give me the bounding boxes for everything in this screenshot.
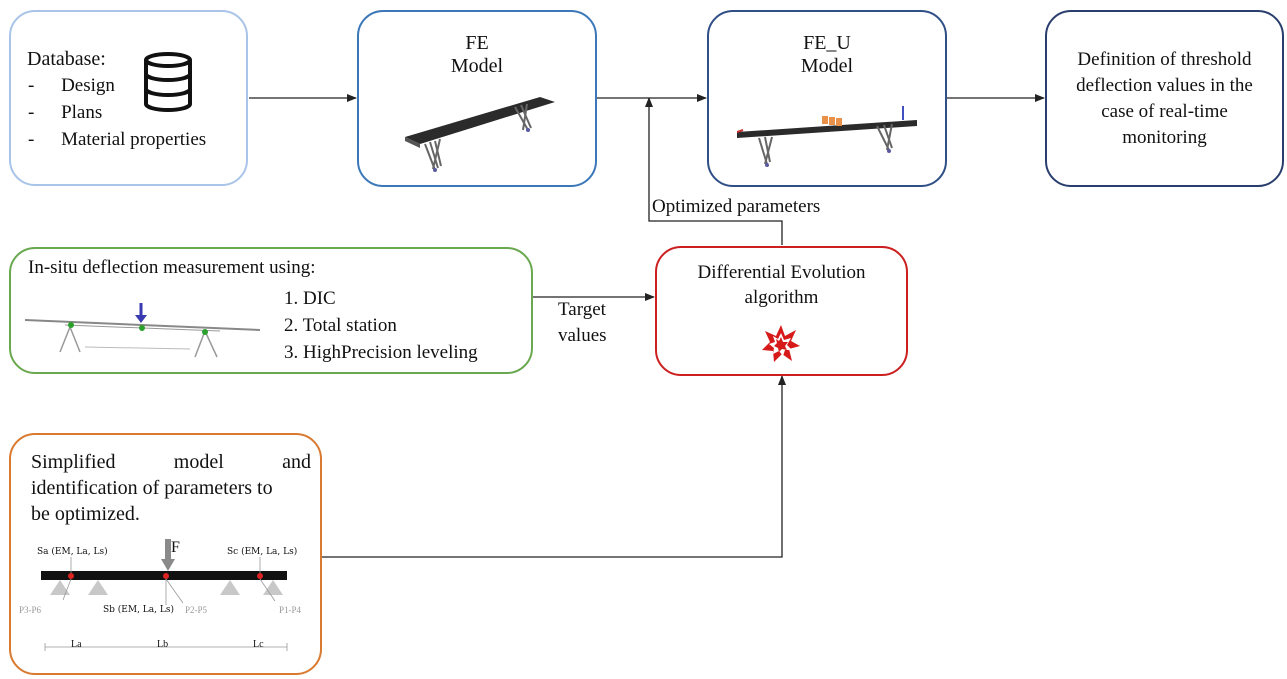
threshold-box: Definition of threshold deflection value… xyxy=(1045,10,1284,187)
target-values-line-2: values xyxy=(558,325,607,346)
spring-label-c: Sc (EM, La, Ls) xyxy=(227,547,298,557)
database-title: Database: xyxy=(27,48,106,70)
simplified-title-line-3: be optimized. xyxy=(31,503,140,525)
wolfram-spikey-icon xyxy=(762,325,800,362)
spring-label-b: Sb (EM, La, Ls) xyxy=(103,605,174,615)
feu-bridge-model-image xyxy=(737,106,917,167)
simplified-beam-diagram xyxy=(41,539,288,651)
fe-model-subtitle: Model xyxy=(450,55,504,77)
database-box: Database: - Design - Plans - Material pr… xyxy=(9,10,248,186)
support-label-p1-p4: P1-P4 xyxy=(279,605,302,615)
threshold-line-3: case of real-time xyxy=(1101,101,1228,122)
differential-evolution-box: Differential Evolution algorithm xyxy=(655,246,908,376)
fe-model-title: FE xyxy=(465,32,489,54)
simplified-model-box: Simplified model and identification of p… xyxy=(9,433,322,675)
support-label-p3-p6: P3-P6 xyxy=(19,605,42,615)
span-label-c: Lc xyxy=(253,639,264,650)
fe-bridge-model-image xyxy=(405,97,555,172)
de-title-line-2: algorithm xyxy=(744,287,819,308)
fe-model-box: FE Model xyxy=(357,10,597,187)
optimized-parameters-label: Optimized parameters xyxy=(652,196,821,217)
threshold-line-1: Definition of threshold xyxy=(1077,49,1252,70)
support-label-p2-p5: P2-P5 xyxy=(185,605,208,615)
insitu-method-total-station: 2. Total station xyxy=(284,315,397,336)
insitu-box: In-situ deflection measurement using: 1.… xyxy=(9,247,533,374)
insitu-bridge-sketch xyxy=(25,303,261,358)
force-label: F xyxy=(171,539,180,556)
threshold-line-2: deflection values in the xyxy=(1076,75,1253,96)
feu-model-box: FE_U Model xyxy=(707,10,947,187)
de-title-line-1: Differential Evolution xyxy=(697,262,866,283)
arrow-de-to-optimized xyxy=(645,97,783,245)
feu-model-title: FE_U xyxy=(803,32,851,54)
span-label-b: Lb xyxy=(157,639,169,650)
insitu-title: In-situ deflection measurement using: xyxy=(28,257,316,278)
insitu-method-dic: 1. DIC xyxy=(284,288,336,309)
spring-label-a: Sa (EM, La, Ls) xyxy=(37,547,108,557)
database-item-material: - Material properties xyxy=(28,129,207,150)
database-item-plans: - Plans xyxy=(28,102,103,123)
span-label-a: La xyxy=(71,639,82,650)
database-icon xyxy=(144,52,192,112)
database-item-design: - Design xyxy=(28,75,115,96)
simplified-title-line-1: Simplified model and xyxy=(31,451,311,473)
simplified-title-line-2: identification of parameters to xyxy=(31,477,273,499)
insitu-method-leveling: 3. HighPrecision leveling xyxy=(284,342,478,363)
arrow-simplified-to-de xyxy=(322,375,786,558)
target-values-line-1: Target xyxy=(558,299,606,320)
threshold-line-4: monitoring xyxy=(1122,127,1207,148)
feu-model-subtitle: Model xyxy=(800,55,854,77)
